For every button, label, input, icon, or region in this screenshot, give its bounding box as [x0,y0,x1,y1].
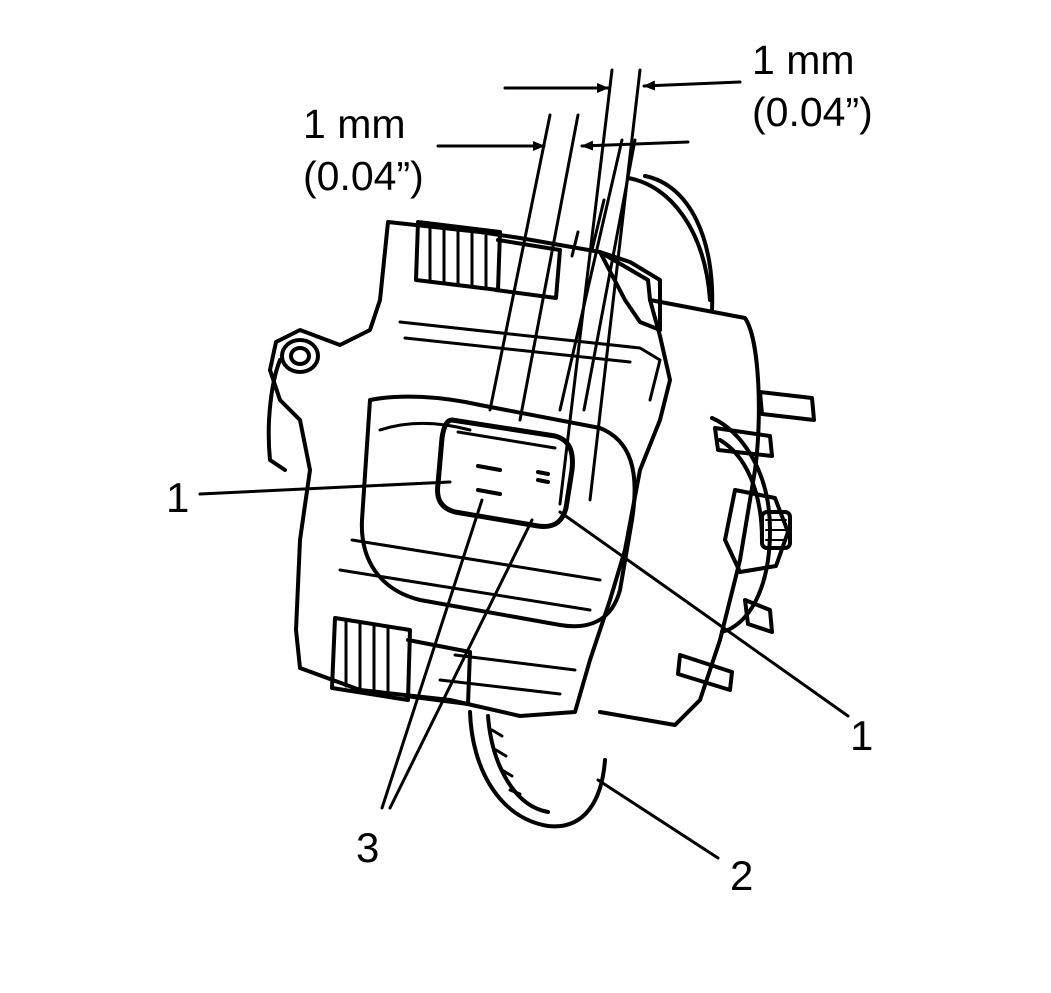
dim-top-left-value: 1 mm [303,101,406,147]
pad-wear-indicator [435,417,575,529]
leader-left-1 [198,480,452,496]
dim-top-left-imperial: (0.04”) [303,153,424,199]
caliper-body [266,220,672,718]
callout-3: 3 [356,824,379,871]
brake-rotor [468,174,715,829]
callout-right-1: 1 [850,712,873,759]
callout-labels: 1 1 2 3 [166,474,873,899]
stud-upper [758,390,816,422]
dim-top-right-value: 1 mm [752,37,855,83]
dimension-arrows [436,80,742,151]
leader-right-1 [558,510,850,718]
stud-mid [713,426,774,458]
dim-top-right-imperial: (0.04”) [752,89,873,135]
leader-3b [388,518,534,810]
leader-3a [380,498,484,810]
callout-left-1: 1 [166,474,189,521]
stud-bottom [676,653,734,692]
callout-2: 2 [730,852,753,899]
leader-lines [198,480,850,860]
dimension-labels: 1 mm (0.04”) 1 mm (0.04”) [303,37,873,199]
leader-2 [596,778,720,860]
stud-low [743,598,774,634]
hub-assembly [598,298,816,727]
measurement-lines [488,68,642,506]
